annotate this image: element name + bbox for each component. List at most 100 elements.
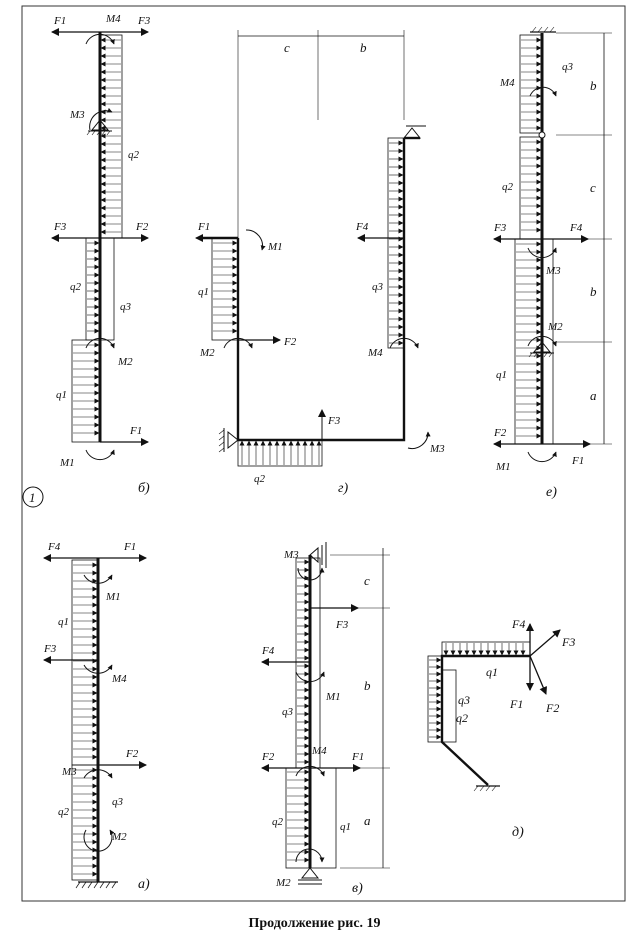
panel-g-moment-M4-arrow bbox=[389, 337, 419, 349]
panel-a-label-F2: F2 bbox=[125, 748, 139, 760]
panel-e: b c b a M4 q3 q2 F3 F4 M3 M2 q1 F2 M1 F1… bbox=[493, 26, 612, 500]
panel-d-label-F1: F1 bbox=[509, 697, 523, 711]
panel-e-label: е) bbox=[546, 485, 557, 500]
panel-v-dim-c: c bbox=[364, 573, 370, 588]
panel-v-dim-a: a bbox=[364, 813, 371, 828]
panel-e-top-fixed-support bbox=[530, 26, 556, 33]
panel-d-load-q3q2 bbox=[427, 655, 457, 743]
panel-g-label-q3: q3 bbox=[372, 281, 384, 293]
panel-e-load-q3 bbox=[519, 34, 543, 134]
panel-a-load-q2 bbox=[71, 764, 99, 881]
panel-b-load-q2-upper bbox=[99, 34, 123, 239]
panel-b-label-M4: M4 bbox=[105, 13, 121, 25]
panel-a-label-F1: F1 bbox=[123, 541, 136, 553]
panel-b-label: б) bbox=[138, 481, 150, 496]
panel-b-hinged-support bbox=[86, 119, 112, 136]
panel-g-dimension-line bbox=[237, 30, 405, 238]
panel-v-top-support bbox=[309, 542, 327, 568]
panel-b-label-q2-lower: q2 bbox=[70, 281, 82, 293]
panel-v-bottom-support bbox=[298, 867, 322, 885]
panel-d-force-F2-arrow bbox=[529, 655, 547, 695]
panel-b-label-F2: F2 bbox=[135, 221, 149, 233]
panel-a-label-M2: M2 bbox=[111, 831, 127, 843]
panel-g-dim-c: c bbox=[284, 40, 290, 55]
panel-v-label-F2: F2 bbox=[261, 751, 275, 763]
panel-v-load-q3 bbox=[295, 557, 321, 769]
panel-e-dim-a: a bbox=[590, 388, 597, 403]
panel-a-moment-M2-arrow bbox=[83, 829, 115, 852]
panel-b-moment-M1-arrow bbox=[85, 449, 115, 461]
panel-a-label: а) bbox=[138, 877, 150, 892]
panel-a-label-F3: F3 bbox=[43, 643, 57, 655]
panel-v-label-q3: q3 bbox=[282, 706, 294, 718]
panel-d-label: д) bbox=[512, 825, 524, 840]
panel-e-label-F2: F2 bbox=[493, 427, 507, 439]
panel-d-fixed-support bbox=[473, 785, 500, 792]
panel-b-moment-M2-arrow bbox=[85, 337, 115, 349]
panel-e-moment-M2-arrow bbox=[527, 335, 557, 347]
panel-e-dim-b-lower: b bbox=[590, 284, 597, 299]
panel-g-load-q2 bbox=[237, 439, 323, 467]
figure-number-badge: 1 bbox=[22, 486, 44, 508]
panel-d: F4 F3 q1 F1 F2 q3 q2 д) bbox=[427, 617, 575, 840]
panel-e-label-F1: F1 bbox=[571, 455, 584, 467]
panel-v-label-q2: q2 bbox=[272, 816, 284, 828]
panel-e-label-M3: M3 bbox=[545, 265, 561, 277]
panel-a-moment-M4-arrow bbox=[83, 664, 113, 674]
panel-v-moment-M1-arrow bbox=[295, 671, 325, 683]
panel-g-label-F1: F1 bbox=[197, 221, 210, 233]
panel-e-dim-b-upper: b bbox=[590, 78, 597, 93]
panel-a-fixed-support bbox=[75, 881, 118, 889]
panel-v-label-q1: q1 bbox=[340, 821, 351, 833]
panel-b-label-F3-top: F3 bbox=[137, 15, 151, 27]
panel-v-label-F1: F1 bbox=[351, 751, 364, 763]
panel-a-label-M3: M3 bbox=[61, 766, 77, 778]
panel-e-moment-M3-arrow bbox=[527, 247, 557, 259]
panel-a-label-q2: q2 bbox=[58, 806, 70, 818]
figure-caption: Продолжение рис. 19 bbox=[248, 916, 381, 931]
panel-e-moment-M1-arrow bbox=[527, 451, 557, 463]
panel-v-label-M3: M3 bbox=[283, 549, 299, 561]
panel-b-label-q2-upper: q2 bbox=[128, 149, 140, 161]
panel-g-label-M2: M2 bbox=[199, 347, 215, 359]
panel-g-label-M3: M3 bbox=[429, 443, 445, 455]
panel-g-label: г) bbox=[338, 481, 348, 496]
panel-d-load-q1 bbox=[441, 641, 531, 657]
panel-b-label-q1: q1 bbox=[56, 389, 67, 401]
panel-g-moment-M1-arrow bbox=[245, 229, 266, 251]
panel-e-dimension-line bbox=[556, 32, 612, 445]
panel-g-label-F4: F4 bbox=[355, 221, 369, 233]
panel-e-label-F4: F4 bbox=[569, 222, 583, 234]
page-frame bbox=[21, 5, 626, 902]
panel-b-label-F1-bottom: F1 bbox=[129, 425, 142, 437]
panel-e-label-q3: q3 bbox=[562, 61, 574, 73]
panel-v: M3 F3 F4 q3 M1 F2 M4 F1 q2 q1 M2 c b a в… bbox=[261, 542, 390, 896]
panel-b-moment-M3-arrow bbox=[89, 107, 113, 131]
panel-v-label: в) bbox=[352, 881, 363, 896]
panel-v-label-M1: M1 bbox=[325, 691, 341, 703]
panel-v-label-F3: F3 bbox=[335, 619, 349, 631]
panel-a-label-M1: M1 bbox=[105, 591, 121, 603]
panel-d-force-F3-arrow bbox=[529, 629, 561, 657]
panel-a-label-q3: q3 bbox=[112, 796, 124, 808]
panel-e-load-q2 bbox=[519, 136, 543, 240]
figure-number: 1 bbox=[29, 490, 36, 505]
panel-b-label-M2: M2 bbox=[117, 356, 133, 368]
panel-e-label-F3: F3 bbox=[493, 222, 507, 234]
panel-g-moment-M2-arrow bbox=[223, 337, 253, 349]
panel-d-label-q3: q3 bbox=[458, 693, 470, 707]
panel-b-label-M1: M1 bbox=[59, 457, 75, 469]
panel-e-label-M2: M2 bbox=[547, 321, 563, 333]
panel-a-label-q1: q1 bbox=[58, 616, 69, 628]
panel-e-label-M4: M4 bbox=[499, 77, 515, 89]
panel-g-label-q1: q1 bbox=[198, 286, 209, 298]
panel-g-label-M4: M4 bbox=[367, 347, 383, 359]
panel-v-moment-M2-arrow bbox=[295, 848, 325, 863]
panel-g-label-F3: F3 bbox=[327, 415, 341, 427]
panel-g-load-q3 bbox=[387, 137, 405, 349]
panel-g-left-support bbox=[218, 428, 239, 453]
panel-v-label-F4: F4 bbox=[261, 645, 275, 657]
panel-e-label-q1: q1 bbox=[496, 369, 507, 381]
panel-b-label-F1-top: F1 bbox=[53, 15, 66, 27]
panel-d-label-q2: q2 bbox=[456, 711, 468, 725]
